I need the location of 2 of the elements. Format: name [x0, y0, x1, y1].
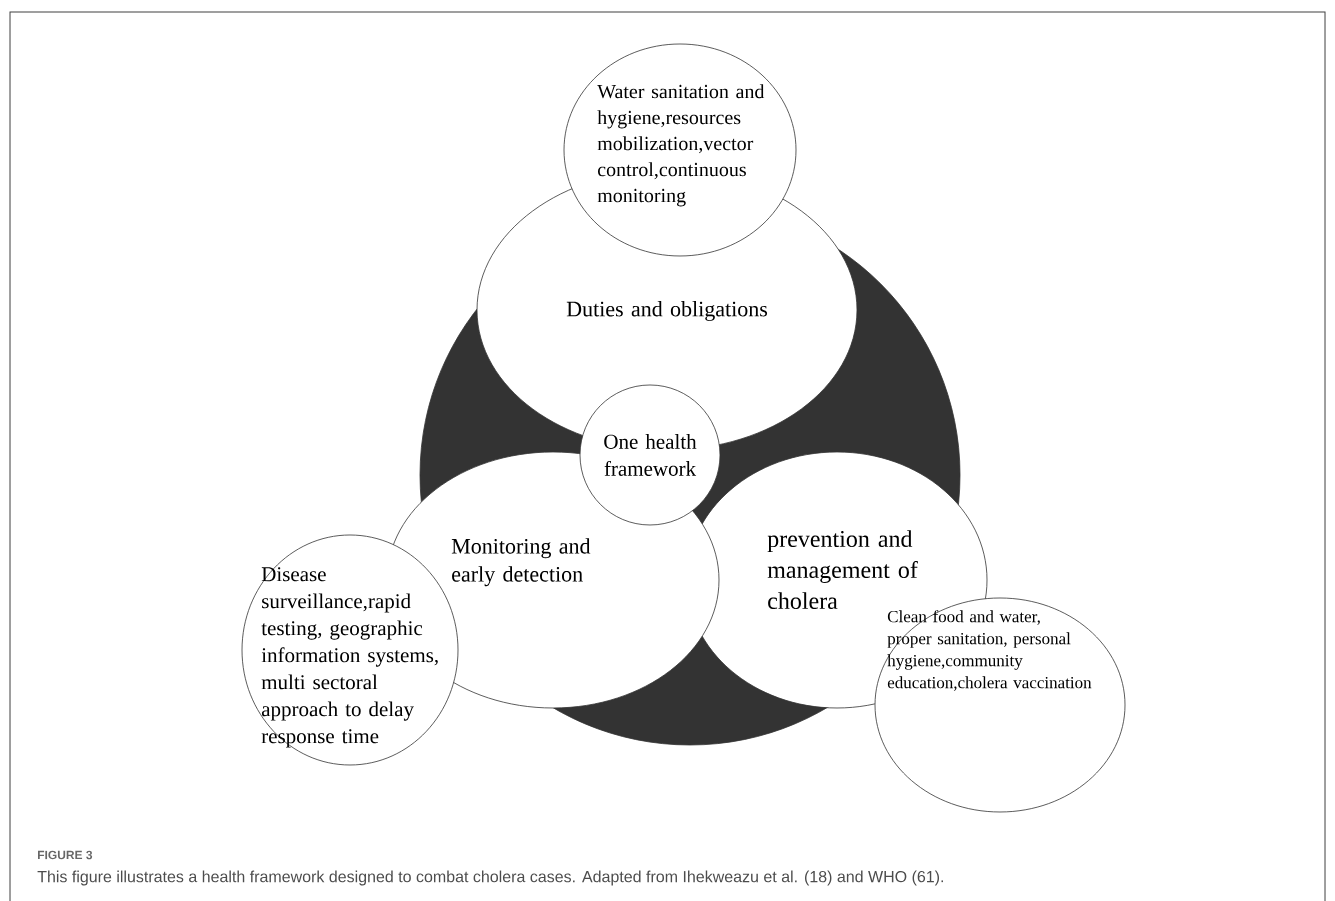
caption: This figure illustrates a health framework designed to combat cholera cases. Adapted from Ihekweazu et al. (18) and WHO (61). [37, 870, 943, 886]
figure-number: FIGURE 3 [38, 850, 93, 860]
